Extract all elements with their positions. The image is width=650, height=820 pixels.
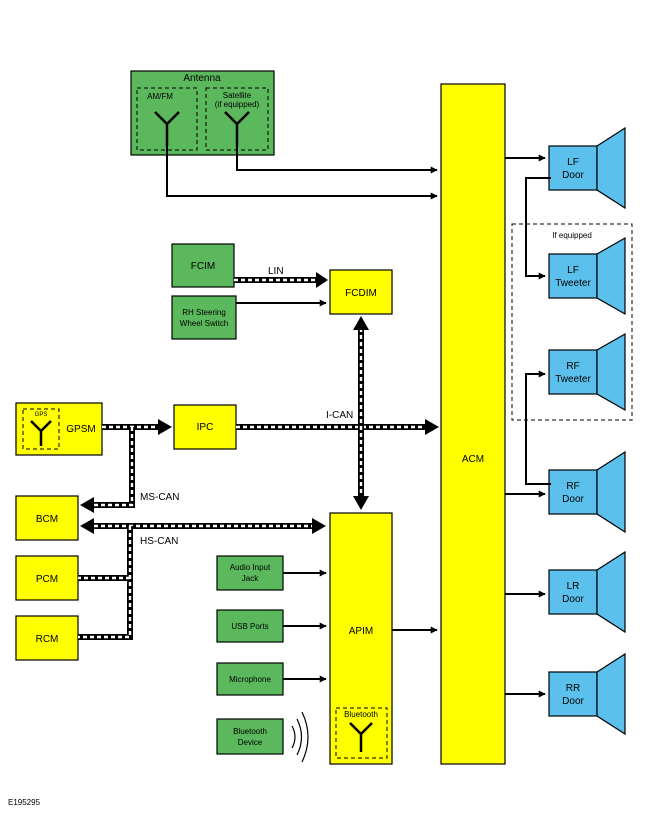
hscan-label: HS-CAN: [140, 536, 178, 547]
apim-bluetooth-box: [335, 707, 388, 759]
lr-door-label-2: Door: [562, 594, 584, 605]
mscan-label: MS-CAN: [140, 492, 179, 503]
fcdim-label: FCDIM: [345, 288, 377, 299]
satellite-antenna-icon: [224, 111, 250, 146]
rr-door-speaker-icon: [596, 652, 626, 736]
mscan-bus: [80, 419, 172, 513]
lr-door-speaker-icon: [596, 550, 626, 634]
speaker-rf-door: RF Door: [548, 450, 626, 534]
gps-label: GPS: [35, 412, 48, 418]
lin-bus: [234, 272, 328, 288]
fcdim-module: [329, 269, 393, 315]
bt-device-label-2: Device: [238, 738, 263, 747]
if-equipped-box: [511, 223, 633, 421]
rr-door-label-1: RR: [566, 683, 580, 694]
if-equipped-label: If equipped: [552, 231, 592, 240]
bluetooth-device: [216, 718, 284, 755]
amfm-label: AM/FM: [147, 92, 173, 101]
lf-tweeter-speaker-icon: [596, 236, 626, 316]
speaker-rf-tweeter: RF Tweeter: [548, 332, 626, 412]
rf-door-label-1: RF: [566, 481, 579, 492]
pcm-label: PCM: [36, 574, 58, 585]
rf-door-to-rf-tweeter-wire: [525, 370, 551, 485]
gps-antenna-box: [22, 408, 60, 450]
ican-bus-vertical: [353, 316, 369, 510]
bcm-label: BCM: [36, 514, 58, 525]
rh-switch-label-2: Wheel Switch: [180, 319, 228, 328]
ican-bus-horizontal: [236, 419, 439, 435]
speaker-lf-door: LF Door: [548, 126, 626, 210]
usb-ports: [216, 609, 284, 643]
rf-door-label-2: Door: [562, 494, 584, 505]
ican-label: I-CAN: [326, 410, 353, 421]
speaker-rr-door: RR Door: [548, 652, 626, 736]
apim-module: [329, 512, 393, 765]
rf-tweeter-label-2: Tweeter: [555, 374, 591, 385]
acm-module: [440, 83, 506, 765]
antenna-module: Antenna AM/FM Satellite (if equipped): [130, 70, 275, 156]
bt-device-label-1: Bluetooth: [233, 727, 267, 736]
rcm-label: RCM: [36, 634, 59, 645]
ipc-label: IPC: [197, 422, 214, 433]
lin-label: LIN: [268, 266, 284, 277]
microphone-label: Microphone: [229, 675, 271, 684]
rh-switch-label-1: RH Steering: [182, 308, 226, 317]
lf-tweeter-label-2: Tweeter: [555, 278, 591, 289]
fcim-label: FCIM: [191, 261, 215, 272]
wireless-signal-icon: [291, 711, 309, 763]
hscan-bus: [78, 518, 326, 640]
audio-input-jack: [216, 555, 284, 591]
speaker-lf-tweeter: LF Tweeter: [548, 236, 626, 316]
fcim-module: [171, 243, 235, 288]
rh-steering-wheel-switch: [171, 295, 237, 340]
gpsm-label: GPSM: [66, 424, 95, 435]
satellite-to-acm-wire: [236, 146, 438, 174]
bcm-module: [15, 495, 79, 541]
rf-tweeter-speaker-icon: [596, 332, 626, 412]
amfm-box: [136, 87, 198, 151]
acm-label: ACM: [462, 454, 484, 465]
microphone: [216, 662, 284, 696]
apim-label: APIM: [349, 626, 373, 637]
amfm-to-acm-wire: [166, 146, 438, 200]
lf-door-speaker-icon: [596, 126, 626, 210]
audio-jack-label-1: Audio Input: [230, 563, 271, 572]
audio-jack-label-2: Jack: [242, 574, 259, 583]
usb-ports-label: USB Ports: [231, 622, 268, 631]
lf-door-to-lf-tweeter-wire: [525, 177, 551, 280]
satellite-label-1: Satellite: [223, 91, 252, 100]
rr-door-label-2: Door: [562, 696, 584, 707]
figure-id: E195295: [8, 798, 41, 807]
lf-door-label-1: LF: [567, 157, 579, 168]
ipc-module: [173, 404, 237, 450]
rcm-module: [15, 615, 79, 661]
lr-door-label-1: LR: [567, 581, 580, 592]
lf-tweeter-label-1: LF: [567, 265, 579, 276]
gpsm-module: GPS GPSM: [15, 402, 103, 456]
rf-door-speaker-icon: [596, 450, 626, 534]
gps-antenna-icon: [30, 420, 52, 446]
antenna-title: Antenna: [183, 73, 221, 84]
satellite-label-2: (if equipped): [215, 100, 260, 109]
rf-tweeter-label-1: RF: [566, 361, 579, 372]
apim-bluetooth-label: Bluetooth: [344, 710, 378, 719]
amfm-antenna-icon: [154, 111, 180, 146]
lf-door-label-2: Door: [562, 170, 584, 181]
speaker-lr-door: LR Door: [548, 550, 626, 634]
bluetooth-antenna-icon: [349, 722, 373, 752]
